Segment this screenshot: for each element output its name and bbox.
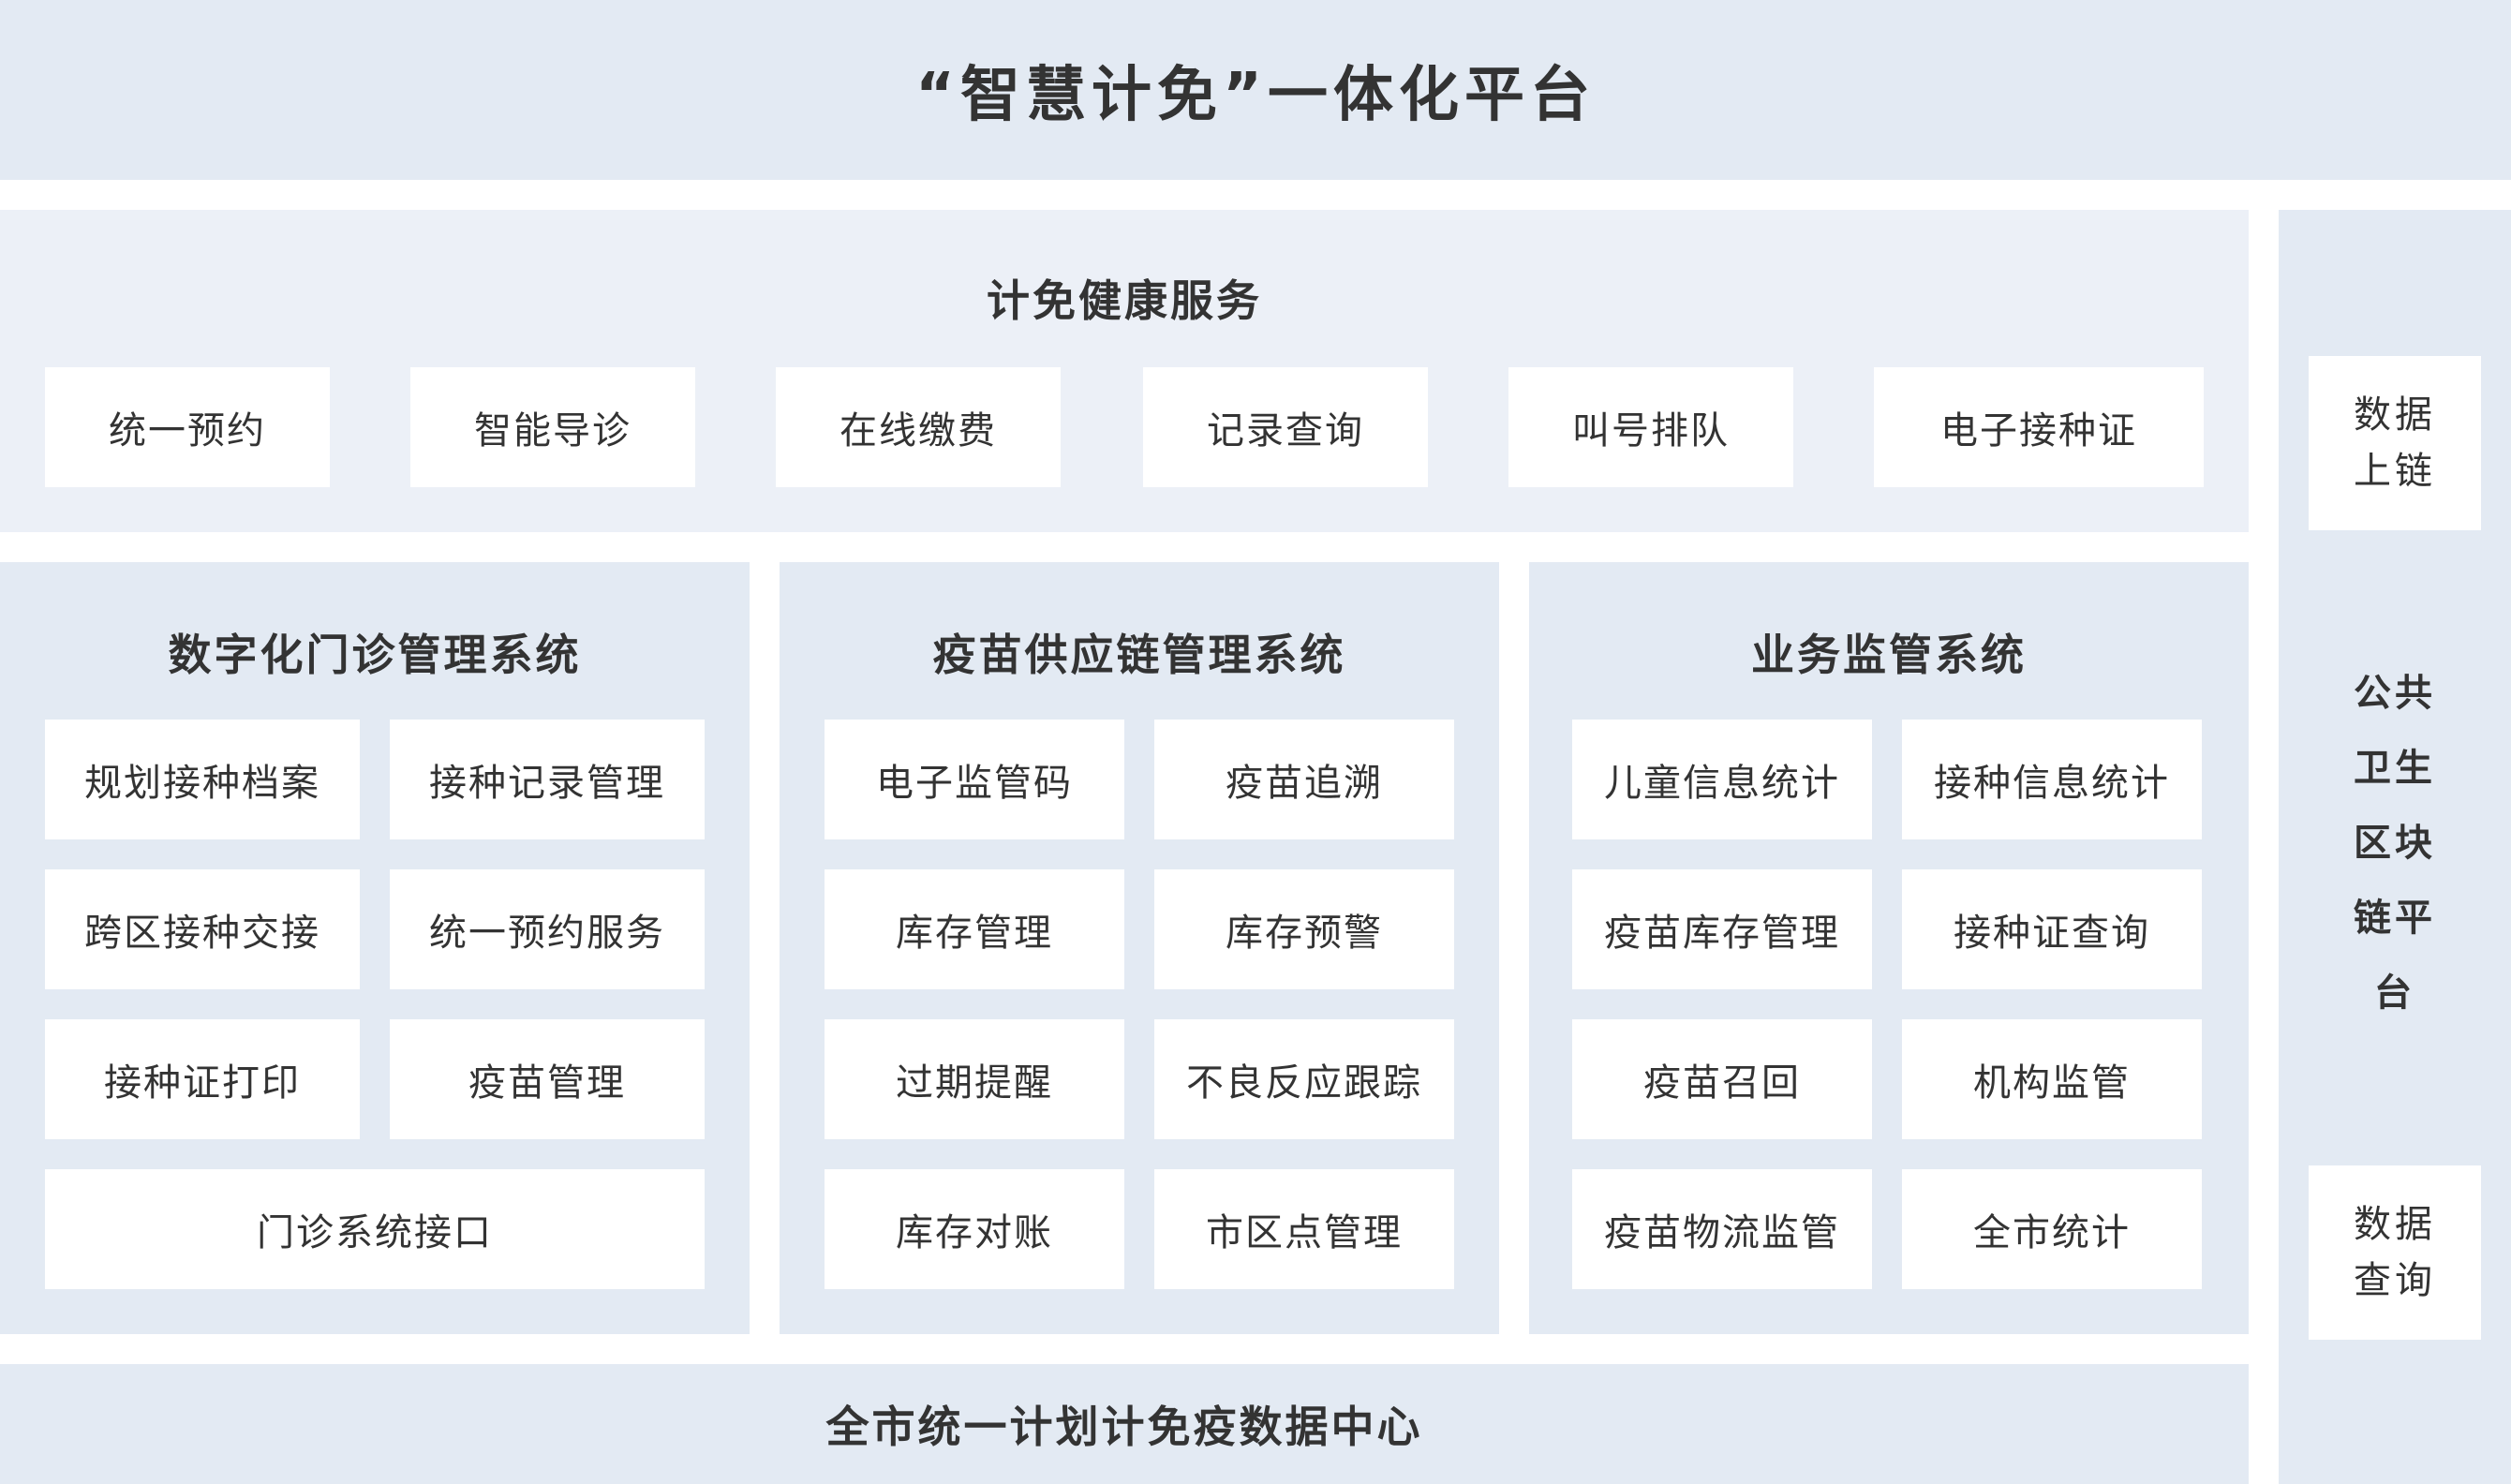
- service-item-records[interactable]: 记录查询: [1143, 367, 1428, 487]
- blockchain-platform-line-5: 台: [2374, 972, 2415, 1015]
- outpatient-item[interactable]: 接种记录管理: [390, 720, 705, 839]
- outpatient-item[interactable]: 规划接种档案: [45, 720, 360, 839]
- supervision-item[interactable]: 疫苗召回: [1572, 1019, 1872, 1139]
- data-upload-line-1: 数据: [2354, 393, 2436, 437]
- data-center-bar: 全市统一计划计免疫数据中心: [0, 1364, 2249, 1484]
- blockchain-platform-line-2: 卫生: [2354, 747, 2436, 790]
- outpatient-item[interactable]: 疫苗管理: [390, 1019, 705, 1139]
- supply-chain-item[interactable]: 疫苗追溯: [1154, 720, 1454, 839]
- outpatient-item[interactable]: 接种证打印: [45, 1019, 360, 1139]
- supervision-item[interactable]: 全市统计: [1902, 1169, 2202, 1289]
- outpatient-item[interactable]: 跨区接种交接: [45, 869, 360, 989]
- supervision-item[interactable]: 儿童信息统计: [1572, 720, 1872, 839]
- supply-chain-item[interactable]: 库存对账: [825, 1169, 1124, 1289]
- supply-chain-item[interactable]: 库存预警: [1154, 869, 1454, 989]
- service-item-queue[interactable]: 叫号排队: [1508, 367, 1793, 487]
- supervision-item[interactable]: 疫苗物流监管: [1572, 1169, 1872, 1289]
- supply-chain-item[interactable]: 市区点管理: [1154, 1169, 1454, 1289]
- service-item-appointment[interactable]: 统一预约: [45, 367, 330, 487]
- platform-title: “智慧计免”一体化平台: [914, 61, 1597, 130]
- supervision-item[interactable]: 接种信息统计: [1902, 720, 2202, 839]
- service-item-payment[interactable]: 在线缴费: [776, 367, 1061, 487]
- data-upload-line-2: 上链: [2354, 450, 2436, 493]
- supervision-title: 业务监管系统: [1751, 630, 2027, 680]
- platform-title-banner: “智慧计免”一体化平台: [0, 0, 2511, 180]
- data-query-line-1: 数据: [2354, 1203, 2436, 1246]
- supply-chain-item[interactable]: 过期提醒: [825, 1019, 1124, 1139]
- data-query-line-2: 查询: [2354, 1259, 2436, 1302]
- supply-chain-title: 疫苗供应链管理系统: [932, 630, 1346, 680]
- public-health-blockchain-label: 公共 卫生 区块 链平 台: [2279, 656, 2511, 1031]
- data-query-box[interactable]: 数据 查询: [2309, 1165, 2481, 1340]
- outpatient-item[interactable]: 统一预约服务: [390, 869, 705, 989]
- supply-chain-item[interactable]: 电子监管码: [825, 720, 1124, 839]
- blockchain-platform-line-3: 区块: [2354, 822, 2436, 865]
- service-item-guidance[interactable]: 智能导诊: [410, 367, 695, 487]
- blockchain-platform-line-1: 公共: [2354, 672, 2436, 715]
- supervision-item[interactable]: 接种证查询: [1902, 869, 2202, 989]
- data-center-label: 全市统一计划计免疫数据中心: [825, 1402, 1423, 1452]
- service-item-e-certificate[interactable]: 电子接种证: [1874, 367, 2204, 487]
- data-upload-box[interactable]: 数据 上链: [2309, 356, 2481, 530]
- supply-chain-item[interactable]: 库存管理: [825, 869, 1124, 989]
- supervision-item[interactable]: 机构监管: [1902, 1019, 2202, 1139]
- supply-chain-item[interactable]: 不良反应跟踪: [1154, 1019, 1454, 1139]
- health-service-title: 计免健康服务: [987, 275, 1262, 326]
- blockchain-platform-line-4: 链平: [2354, 897, 2436, 940]
- supervision-item[interactable]: 疫苗库存管理: [1572, 869, 1872, 989]
- outpatient-interface[interactable]: 门诊系统接口: [45, 1169, 705, 1289]
- outpatient-title: 数字化门诊管理系统: [168, 630, 582, 680]
